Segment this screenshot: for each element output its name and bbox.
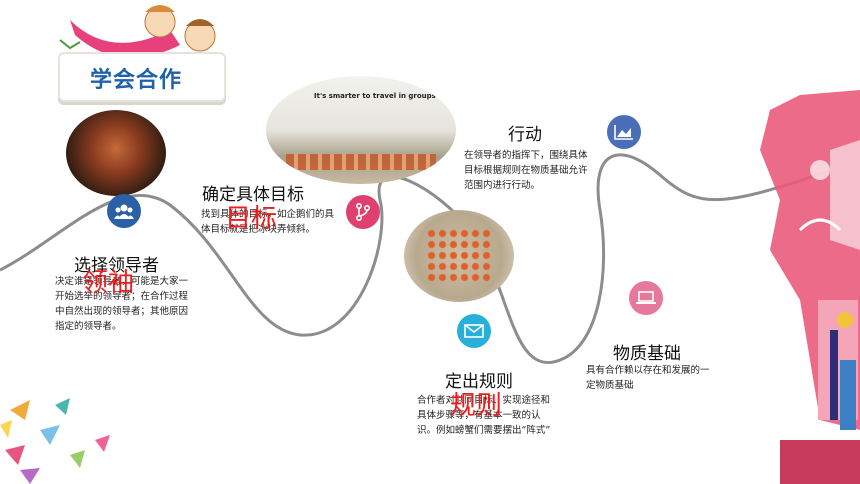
ant-photo xyxy=(66,110,166,196)
step2-heading: 确定具体目标 xyxy=(202,185,304,205)
step1-desc: 决定谁是领导者，可能是大家一开始选举的领导者；在合作过程中自然出现的领导者；其他… xyxy=(55,276,189,332)
step1-icon-circle xyxy=(107,194,141,228)
photo-caption: It's smarter to travel in groups xyxy=(314,92,436,100)
page-title: 学会合作 xyxy=(90,68,183,93)
step5-heading: 物质基础 xyxy=(613,344,681,364)
title-banner xyxy=(58,52,226,102)
step3-overlay: 规则 xyxy=(450,391,503,421)
chart-icon xyxy=(614,125,633,140)
group-icon xyxy=(114,204,134,219)
step4-icon-circle xyxy=(607,115,641,149)
step4-heading: 行动 xyxy=(508,125,542,145)
mail-icon xyxy=(464,324,484,338)
crab-group-photo: It's smarter to travel in groups xyxy=(266,76,456,184)
step5-desc: 具有合作赖以存在和发展的一定物质基础 xyxy=(586,365,710,391)
step3-heading: 定出规则 xyxy=(445,372,513,392)
laptop-icon xyxy=(636,291,656,304)
step5-icon-circle xyxy=(629,281,663,315)
step4-desc: 在领导者的指挥下，围绕具体目标根据规则在物质基础允许范围内进行行动。 xyxy=(464,150,588,191)
step3-desc: 合作者对共同目标、实现途径和具体步骤等，有基本一致的认识。例如螃蟹们需要摆出“阵… xyxy=(417,395,551,436)
step1-overlay: 领袖 xyxy=(82,268,135,298)
fork-icon xyxy=(356,203,371,221)
step2-icon-circle xyxy=(346,195,380,229)
kids-cartoon xyxy=(59,5,216,58)
step3-icon-circle xyxy=(457,314,491,348)
crab-formation-photo xyxy=(404,210,514,302)
step1-heading: 选择领导者 xyxy=(74,256,159,276)
step2-desc: 找到具体的目标，如企鹅们的具体目标就是把冰块弄倾斜。 xyxy=(201,209,335,235)
step2-overlay: 目标 xyxy=(225,204,278,234)
